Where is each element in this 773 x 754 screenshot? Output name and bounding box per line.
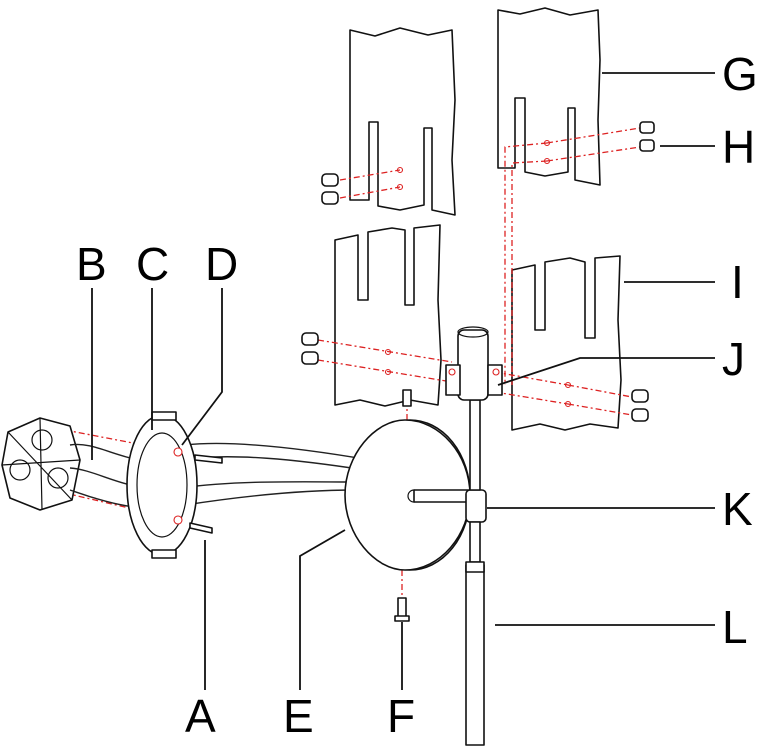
- part-labels: G H I J K L B C D A E F: [76, 48, 758, 742]
- stem-l: [465, 561, 485, 746]
- label-h: H: [722, 121, 755, 173]
- junction-box: [1, 417, 81, 511]
- label-g: G: [722, 48, 758, 100]
- label-k: K: [722, 483, 753, 535]
- bracket-j: [445, 326, 503, 401]
- label-j: J: [722, 333, 745, 385]
- arm-and-connector-k: [413, 489, 487, 523]
- shade-panel-middle-left: [334, 224, 442, 407]
- leader-lines: [91, 72, 715, 690]
- label-e: E: [283, 690, 314, 742]
- label-b: B: [76, 238, 107, 290]
- mounting-plate-c: [126, 411, 198, 559]
- screw-set-panel-i: [631, 389, 649, 422]
- canopy-top-screw: [402, 389, 412, 407]
- label-f: F: [387, 690, 415, 742]
- canopy-e: [344, 419, 471, 571]
- electrical-wires: [69, 442, 371, 509]
- label-c: C: [136, 238, 169, 290]
- screw-a: [189, 522, 213, 534]
- screw-h-set: [639, 121, 655, 152]
- label-i: I: [731, 256, 744, 308]
- label-a: A: [185, 690, 216, 742]
- shade-panel-g: [497, 7, 601, 186]
- shade-panel-top-left: [349, 27, 456, 216]
- label-l: L: [722, 601, 748, 653]
- vertical-rod: [469, 399, 481, 563]
- screw-set-top-left: [321, 173, 339, 205]
- screw-f: [394, 597, 410, 622]
- screw-d: [194, 454, 223, 464]
- screw-set-middle-left: [301, 332, 319, 365]
- label-d: D: [205, 238, 238, 290]
